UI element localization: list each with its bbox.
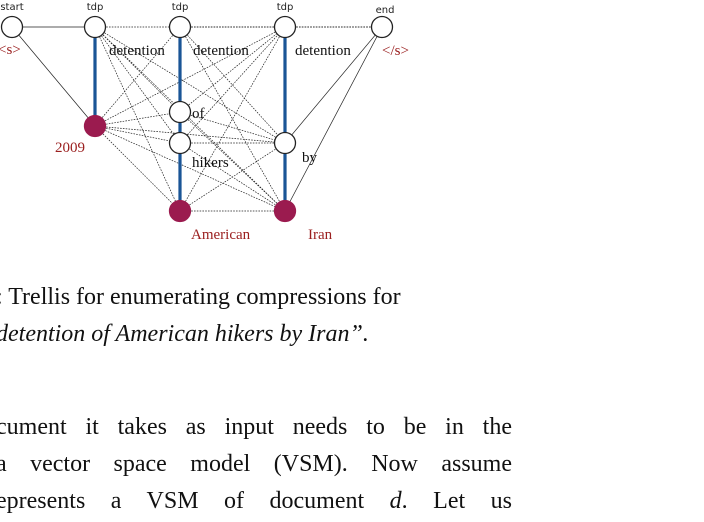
trellis-edge-d2-iran	[179, 26, 286, 212]
trellis-edge-y2009-d2	[94, 26, 181, 127]
header-label-tdp-1: tdp	[87, 2, 104, 13]
caption-line-1: : Trellis for enumerating compressions f…	[0, 284, 401, 310]
trellis-node-start	[0, 15, 24, 39]
header-label-start: start	[0, 2, 23, 13]
token-iran: Iran	[308, 227, 333, 243]
trellis-edge-d1-hikers	[94, 26, 181, 144]
token-american: American	[191, 227, 251, 243]
header-labels: start tdp tdp tdp end	[0, 2, 394, 16]
trellis-node-iran	[273, 199, 297, 223]
trellis-edge-hikers-d3	[179, 26, 286, 144]
body-line-3: epresents a VSM of document d. Let us	[0, 483, 512, 520]
trellis-edge-y2009-d3	[94, 26, 286, 127]
header-label-tdp-3: tdp	[277, 2, 294, 13]
header-label-end: end	[376, 5, 395, 16]
trellis-edge-of-by	[179, 111, 286, 144]
trellis-edge-d1-american	[94, 26, 181, 212]
trellis-edge-iran-end	[284, 26, 383, 212]
body-line-1: cument it takes as input needs to be in …	[0, 414, 512, 440]
trellis-edge-american-d3	[179, 26, 286, 212]
trellis-edge-of-d3	[179, 26, 286, 113]
token-by: by	[302, 150, 318, 166]
trellis-edge-d1-by	[94, 26, 286, 144]
trellis-node-by	[273, 131, 297, 155]
token-sentence-end: </s>	[382, 43, 409, 59]
token-detention-2: detention	[193, 43, 249, 59]
trellis-edge-y2009-iran	[94, 125, 286, 212]
token-sentence-start: <s>	[0, 42, 21, 58]
trellis-edge-start-y2009	[11, 26, 96, 127]
body-line-3-text-b: . Let us	[401, 488, 512, 514]
token-detention-3: detention	[295, 43, 351, 59]
trellis-edge-y2009-american	[94, 125, 181, 212]
math-variable-d: d	[389, 488, 402, 514]
trellis-node-d2	[168, 15, 192, 39]
trellis-figure: start tdp tdp tdp end <s> </s> detention…	[0, 2, 409, 243]
token-detention-1: detention	[109, 43, 165, 59]
trellis-edge-y2009-by	[94, 125, 286, 144]
trellis-node-of	[168, 100, 192, 124]
token-2009: 2009	[55, 140, 85, 156]
trellis-node-hikers	[168, 131, 192, 155]
trellis-node-y2009	[83, 114, 107, 138]
trellis-edge-d2-by	[179, 26, 286, 144]
body-line-2: a vector space model (VSM). Now assume	[0, 451, 512, 477]
trellis-edge-american-by	[179, 142, 286, 212]
token-of: of	[192, 106, 205, 122]
trellis-nodes	[0, 15, 394, 223]
trellis-edge-by-end	[284, 26, 383, 144]
trellis-edges	[11, 26, 383, 212]
token-hikers: hikers	[192, 155, 229, 171]
trellis-edge-y2009-hikers	[94, 125, 181, 144]
body-line-3-text-a: epresents a VSM of document	[0, 488, 390, 514]
token-labels: <s> </s> detention detention detention o…	[0, 42, 409, 243]
trellis-edge-d1-iran	[94, 26, 286, 212]
body-paragraph: cument it takes as input needs to be in …	[0, 409, 512, 520]
trellis-node-d1	[83, 15, 107, 39]
trellis-node-end	[370, 15, 394, 39]
header-label-tdp-2: tdp	[172, 2, 189, 13]
trellis-node-american	[168, 199, 192, 223]
caption-line-2: detention of American hikers by Iran”.	[0, 321, 369, 347]
trellis-node-d3	[273, 15, 297, 39]
figure-caption: : Trellis for enumerating compressions f…	[0, 279, 704, 353]
